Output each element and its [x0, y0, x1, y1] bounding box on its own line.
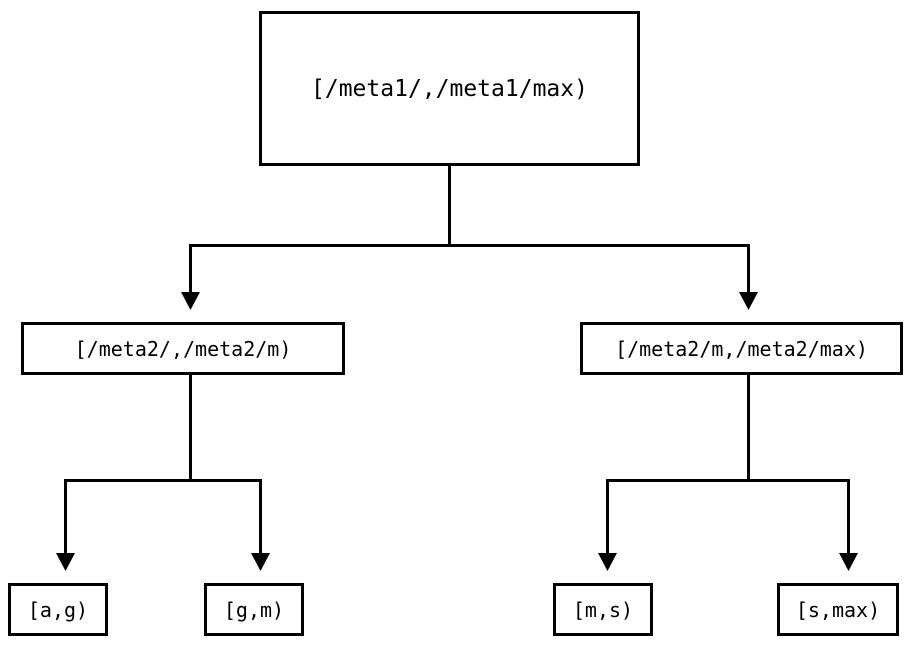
tree-node-leaf-ms: [m,s): [553, 583, 653, 636]
arrowhead-icon-leaf-ag: [56, 553, 75, 571]
tree-node-meta2-upper-label: [/meta2/m,/meta2/max): [615, 336, 868, 361]
edge-meta2-upper-to-leaf-ms: [606, 375, 750, 553]
tree-node-leaf-ag: [a,g): [8, 583, 108, 636]
arrowhead-icon-leaf-gm: [251, 553, 270, 571]
edge-root-to-meta2-upper: [449, 244, 750, 292]
tree-node-leaf-smax: [s,max): [777, 583, 899, 636]
edge-meta2-lower-to-leaf-gm: [190, 479, 262, 553]
tree-node-leaf-gm: [g,m): [204, 583, 304, 636]
tree-node-leaf-ms-label: [m,s): [572, 597, 634, 622]
edge-root-to-meta2-lower: [189, 166, 451, 292]
tree-node-meta2-upper: [/meta2/m,/meta2/max): [580, 322, 903, 375]
arrowhead-icon-meta2-lower: [181, 292, 200, 310]
edge-meta2-upper-to-leaf-smax: [748, 479, 850, 553]
edge-meta2-lower-to-leaf-ag: [64, 375, 192, 553]
tree-node-root-label: [/meta1/,/meta1/max): [311, 75, 588, 102]
tree-node-leaf-ag-label: [a,g): [27, 597, 89, 622]
arrowhead-icon-leaf-smax: [839, 553, 858, 571]
arrowhead-icon-leaf-ms: [598, 553, 617, 571]
tree-node-root: [/meta1/,/meta1/max): [259, 11, 640, 166]
tree-node-leaf-gm-label: [g,m): [223, 597, 285, 622]
tree-node-leaf-smax-label: [s,max): [795, 597, 881, 622]
tree-node-meta2-lower: [/meta2/,/meta2/m): [21, 322, 345, 375]
arrowhead-icon-meta2-upper: [739, 292, 758, 310]
tree-node-meta2-lower-label: [/meta2/,/meta2/m): [74, 336, 292, 361]
